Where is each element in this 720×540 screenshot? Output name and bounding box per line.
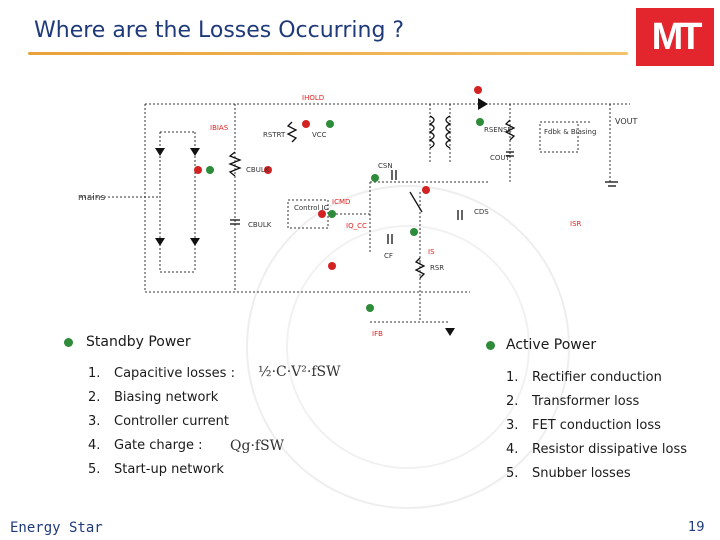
standby-item: 4.Gate charge : bbox=[88, 438, 203, 453]
standby-item: 1.Capacitive losses : bbox=[88, 366, 235, 381]
label-icmd: ICMD bbox=[332, 198, 350, 206]
label-cds: CDS bbox=[474, 208, 489, 216]
power-supply-schematic: mains VOUT Control IC Fdbk & Biasing IHO… bbox=[78, 86, 637, 338]
active-list: 1.Rectifier conduction 2.Transformer los… bbox=[506, 366, 687, 486]
label-rsr: RSR bbox=[430, 264, 444, 272]
standby-item: 3.Controller current bbox=[88, 414, 229, 429]
active-heading: Active Power bbox=[506, 337, 597, 353]
capacitive-loss-formula: ½·C·V²·fSW bbox=[258, 364, 341, 380]
watermark-seal-inner bbox=[286, 225, 530, 469]
label-ihold: IHOLD bbox=[302, 94, 324, 102]
footer-title: Energy Star bbox=[10, 520, 103, 536]
label-isr: ISR bbox=[570, 220, 582, 228]
label-fdbk: Fdbk & Biasing bbox=[544, 128, 596, 136]
company-logo: MT bbox=[636, 8, 714, 66]
label-is: IS bbox=[428, 248, 435, 256]
standby-item: 2.Biasing network bbox=[88, 390, 219, 405]
gate-charge-formula: Qg·fSW bbox=[230, 438, 285, 454]
standby-bullet bbox=[64, 338, 73, 347]
page-title: Where are the Losses Occurring ? bbox=[34, 18, 405, 43]
label-vout: VOUT bbox=[615, 117, 637, 126]
label-vcc: VCC bbox=[312, 131, 327, 139]
active-bullet bbox=[486, 341, 495, 350]
label-cf: CF bbox=[384, 252, 393, 260]
active-item: 4.Resistor dissipative loss bbox=[506, 442, 688, 457]
standby-heading: Standby Power bbox=[86, 334, 191, 350]
label-cbulk-top: CBULK bbox=[246, 166, 270, 174]
label-rsense: RSENSE bbox=[484, 126, 512, 134]
label-ibias: IBIAS bbox=[210, 124, 229, 132]
label-cbulk: CBULK bbox=[248, 221, 272, 229]
title-underline bbox=[28, 52, 628, 55]
label-control-ic: Control IC bbox=[294, 204, 329, 212]
standby-item: 5.Start-up network bbox=[88, 462, 224, 477]
label-iqcc: IQ_CC bbox=[346, 222, 367, 230]
label-csn: CSN bbox=[378, 162, 393, 170]
active-item: 1.Rectifier conduction bbox=[506, 370, 662, 385]
active-item: 2.Transformer loss bbox=[506, 394, 640, 409]
label-rstrt: RSTRT bbox=[263, 131, 286, 139]
watermark-seal-outer bbox=[246, 185, 570, 509]
label-mains: mains bbox=[78, 193, 105, 203]
label-ifb: IFB bbox=[372, 330, 383, 338]
label-cout: COUT bbox=[490, 154, 511, 162]
page-number: 19 bbox=[688, 520, 705, 535]
active-item: 3.FET conduction loss bbox=[506, 418, 661, 433]
active-item: 5.Snubber losses bbox=[506, 466, 631, 481]
standby-list: 1.Capacitive losses : 2.Biasing network … bbox=[88, 362, 235, 482]
